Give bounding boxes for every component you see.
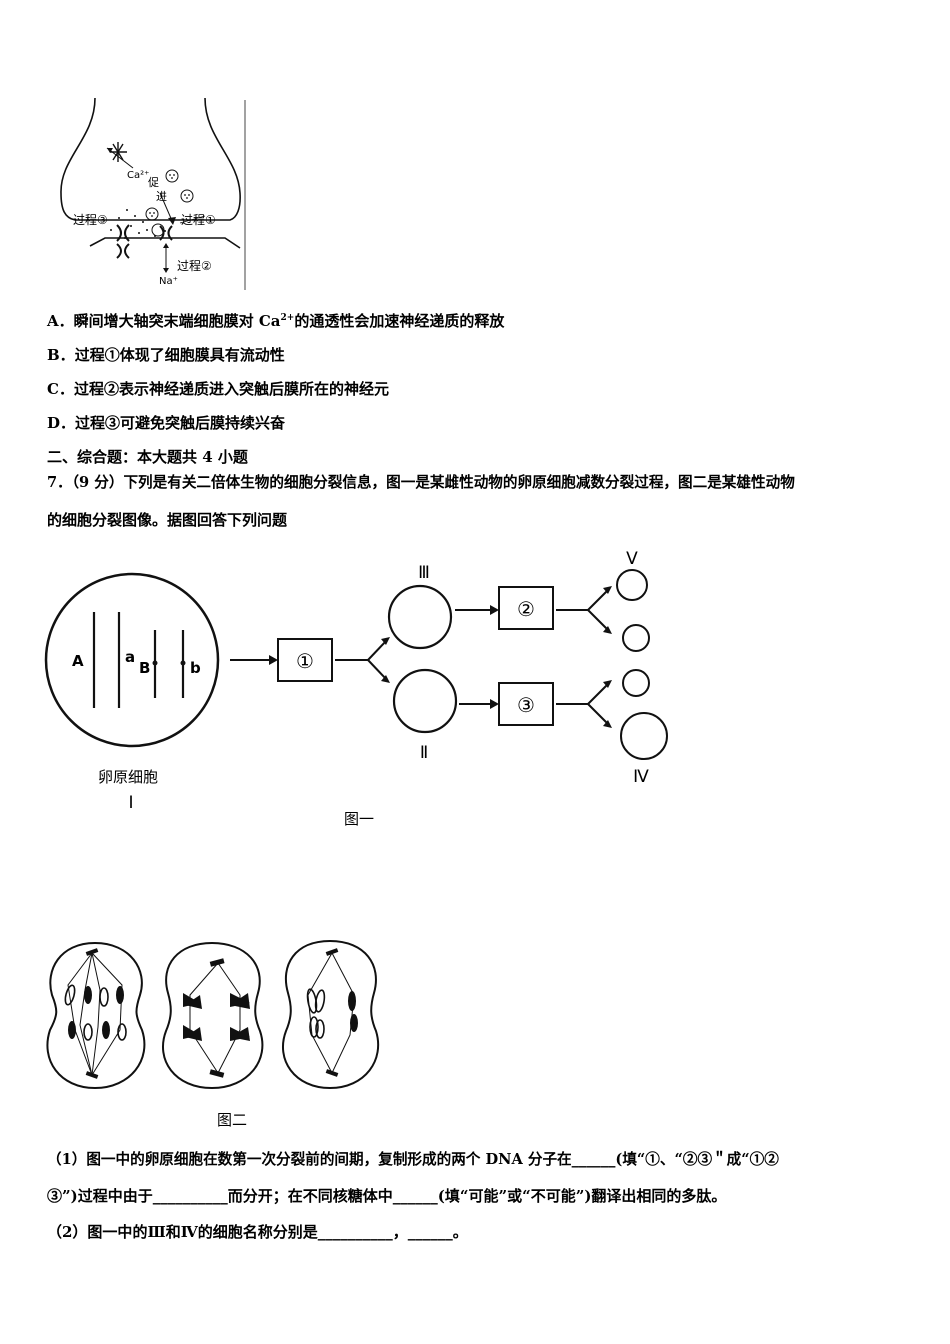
chrom-label-b: b	[190, 659, 201, 677]
option-a: A．瞬间增大轴突末端细胞膜对 Ca2+的通透性会加速神经递质的释放	[47, 311, 504, 331]
option-d-text: 过程③可避免突触后膜持续兴奋	[75, 414, 286, 432]
option-b: B．过程①体现了细胞膜具有流动性	[47, 345, 285, 365]
label-V: Ⅴ	[626, 549, 638, 569]
option-a-sup: 2+	[280, 313, 295, 323]
oogonium-cell	[44, 572, 220, 748]
figure1: A a B b ① Ⅲ Ⅱ ② ③	[40, 540, 700, 840]
section-heading: 二、综合题：本大题共 4 小题	[47, 448, 248, 466]
synapse-diagram: Ca²⁺ 促 进 过程① 过程③ 过程② Na⁺	[60, 97, 246, 290]
option-c-letter: C．	[47, 380, 74, 398]
oogenesis-diagram: A a B b ① Ⅲ Ⅱ ② ③	[44, 549, 668, 828]
option-c: C．过程②表示神经递质进入突触后膜所在的神经元	[47, 379, 389, 399]
cell-name-label: 卵原细胞	[98, 768, 158, 786]
label-III: Ⅲ	[418, 563, 430, 583]
box1-label: ①	[296, 649, 314, 673]
option-a-text-after: 的通透性会加速神经递质的释放	[294, 312, 505, 330]
chrom-label-A: A	[72, 652, 84, 670]
chrom-label-B: B	[139, 659, 150, 677]
question7-line2: 的细胞分裂图像。据图回答下列问题	[47, 511, 288, 529]
synapse-figure: Ca²⁺ 促 进 过程① 过程③ 过程② Na⁺	[55, 97, 250, 293]
ca-label: Ca²⁺	[127, 170, 149, 181]
option-c-text: 过程②表示神经递质进入突触后膜所在的神经元	[73, 380, 389, 398]
option-b-letter: B．	[47, 346, 75, 364]
process2-label: 过程②	[177, 258, 212, 273]
figure2: 图二	[40, 935, 400, 1135]
option-a-letter: A．	[47, 312, 74, 330]
figure2-caption: 图二	[217, 1111, 247, 1129]
promote-label-1: 促	[148, 175, 159, 189]
dividing-cell-1	[46, 941, 146, 1090]
dividing-cell-3	[281, 939, 380, 1090]
label-I: Ⅰ	[128, 793, 133, 813]
dividing-cell-2	[161, 941, 264, 1090]
promote-label-2: 进	[156, 190, 167, 203]
option-d: D．过程③可避免突触后膜持续兴奋	[47, 413, 285, 433]
option-a-text: 瞬间增大轴突末端细胞膜对 Ca	[73, 312, 281, 330]
process1-label: 过程①	[181, 212, 216, 227]
label-IV: Ⅳ	[633, 767, 649, 787]
process3-label: 过程③	[73, 212, 108, 227]
box3-label: ③	[517, 693, 535, 717]
subquestion1-line1: （1）图一中的卵原细胞在数第一次分裂前的间期，复制形成的两个 DNA 分子在__…	[47, 1151, 779, 1168]
chrom-label-a: a	[125, 648, 135, 666]
box2-label: ②	[517, 597, 535, 621]
question7-line1: 7．（9 分）下列是有关二倍体生物的细胞分裂信息，图一是某雌性动物的卵原细胞减数…	[47, 474, 795, 491]
meiosis-cells-diagram: 图二	[46, 939, 380, 1129]
subquestion2-line1: （2）图一中的Ⅲ和Ⅳ的细胞名称分别是__________，______。	[47, 1223, 468, 1241]
option-d-letter: D．	[47, 414, 76, 432]
subquestion1-line2: ③”)过程中由于__________而分开；在不同核糖体中______(填“可能…	[47, 1187, 727, 1205]
figure1-caption: 图一	[344, 810, 374, 828]
option-b-text: 过程①体现了细胞膜具有流动性	[74, 346, 285, 364]
na-label: Na⁺	[159, 276, 178, 287]
label-II: Ⅱ	[420, 743, 428, 763]
